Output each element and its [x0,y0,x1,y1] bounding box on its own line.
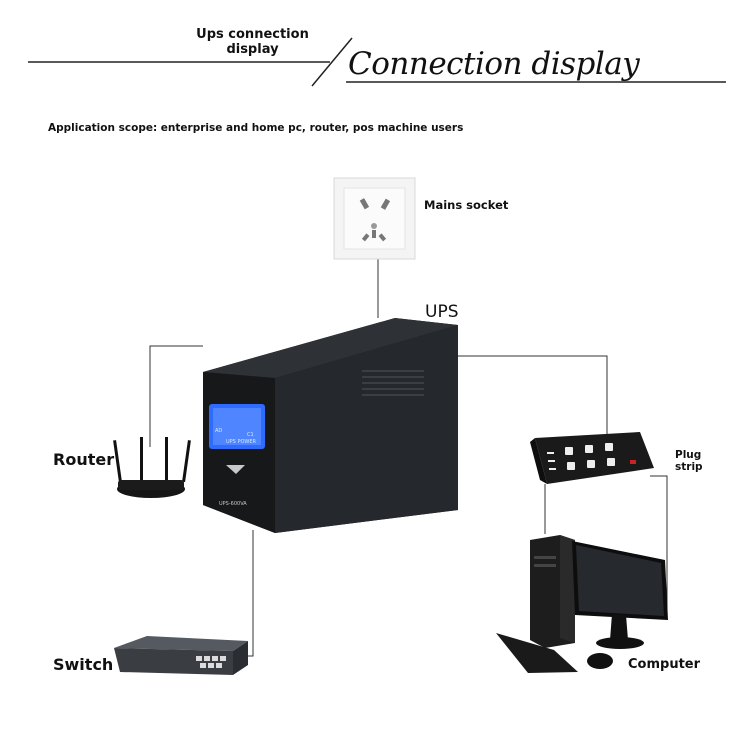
label-mains-socket: Mains socket [424,198,509,212]
header-rule-slash [311,37,353,87]
plug-strip-icon [530,432,654,484]
header-subtitle: Ups connection display [196,27,309,57]
header-title: Connection display [348,46,640,82]
ups-power-button [226,465,245,474]
wire-ups-switch [232,530,254,657]
label-plug-strip: Plug strip [675,449,703,473]
ups-device [203,318,458,533]
label-router: Router [53,450,115,469]
keyboard [496,633,578,673]
ups-model-label: UPS-600VA [219,501,247,507]
label-computer: Computer [628,657,701,672]
ups-screen-left: AD [215,428,222,434]
application-scope-text: Application scope: enterprise and home p… [48,122,464,134]
ups-front [203,372,275,533]
label-ups: UPS [425,302,459,322]
wire-plugstrip-monitor [650,475,668,610]
wire-ups-router [149,345,203,447]
label-plug-strip-line1: Plug [675,449,702,461]
label-plug-strip-line2: strip [675,461,703,473]
ups-screen-caption: UPS POWER [226,439,256,445]
switch-icon [114,636,248,675]
label-switch: Switch [53,655,114,674]
ups-top [203,318,458,378]
ups-vent-grille [362,370,424,396]
computer-icon [496,535,668,673]
mains-socket-icon [333,177,416,260]
router-icon [113,437,191,498]
mouse [587,653,613,669]
ups-screen-right: C1 [247,432,254,438]
wire-ups-plugstrip [458,355,608,438]
